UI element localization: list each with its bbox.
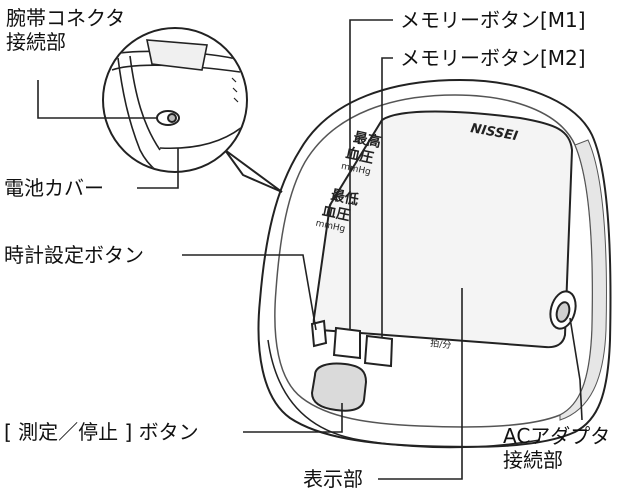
measure-stop-button[interactable] xyxy=(310,362,368,412)
label-cuff-connector-line2: 接続部 xyxy=(6,30,66,54)
leader-lines xyxy=(37,19,583,480)
label-memory-m1: メモリーボタン[M1] xyxy=(400,8,586,32)
diastolic-text-2: 血圧 xyxy=(321,202,352,224)
label-cuff-connector-line1: 腕帯コネクタ xyxy=(6,6,126,30)
leader-cuff-connector xyxy=(37,80,158,119)
leader-memory-m1 xyxy=(349,19,393,330)
label-ac-adapter-line2: 接続部 xyxy=(503,448,563,472)
memory-m1-button[interactable] xyxy=(332,326,361,360)
label-ac-adapter-line1: ACアダプタ xyxy=(503,424,611,448)
cuff-connector-port xyxy=(156,110,180,126)
systolic-marking: 最高 血圧 mmHg xyxy=(340,129,383,178)
label-cuff-connector: 腕帯コネクタ 接続部 xyxy=(6,6,125,54)
clock-set-button[interactable] xyxy=(310,319,328,348)
leader-display xyxy=(378,288,463,480)
magnifier-callout xyxy=(224,149,283,193)
systolic-text-1: 最高 xyxy=(352,129,383,151)
leader-clock-button xyxy=(182,254,317,331)
memory-m2-button[interactable] xyxy=(363,334,394,368)
side-panel-shading xyxy=(559,139,607,421)
label-ac-adapter: ACアダプタ 接続部 xyxy=(503,424,610,472)
leader-measure-button xyxy=(243,403,343,433)
leader-memory-m2 xyxy=(381,57,393,338)
label-display: 表示部 xyxy=(303,467,363,491)
magnifier-inset xyxy=(102,27,283,193)
label-measure-button: [ 測定／停止 ] ボタン xyxy=(4,420,199,444)
label-battery-cover: 電池カバー xyxy=(4,176,104,200)
ac-adapter-port xyxy=(549,290,577,330)
diastolic-text-1: 最低 xyxy=(329,186,360,208)
leader-battery-cover xyxy=(137,148,179,189)
label-memory-m2: メモリーボタン[M2] xyxy=(400,46,586,70)
leader-ac-adapter xyxy=(569,317,583,421)
pulse-unit: 拍/分 xyxy=(430,337,452,351)
label-clock-button: 時計設定ボタン xyxy=(4,243,144,267)
systolic-text-2: 血圧 xyxy=(344,144,375,166)
